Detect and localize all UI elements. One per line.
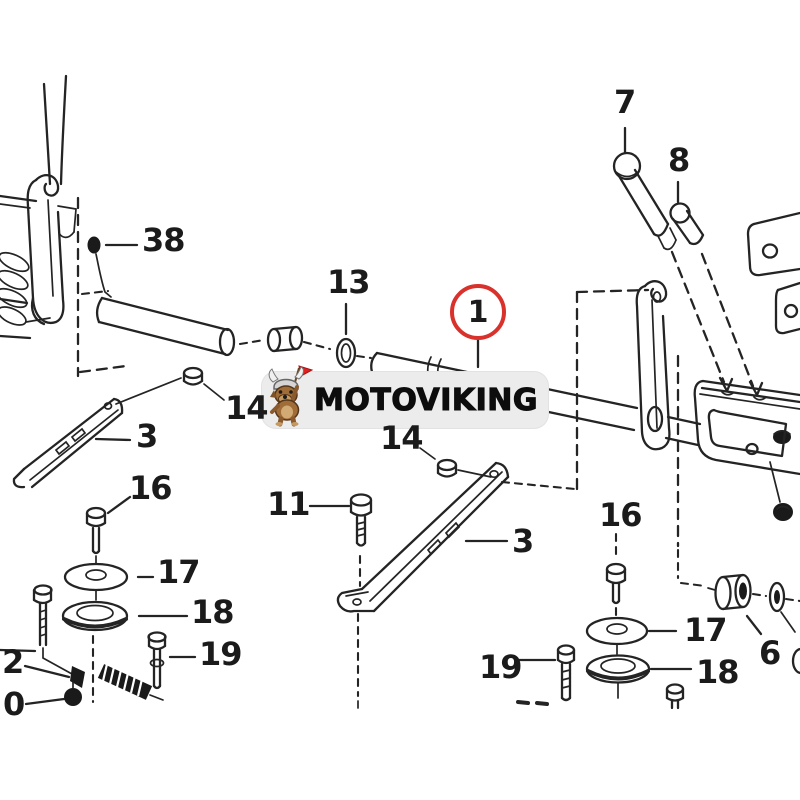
callout-circle-part-1: 1 (450, 284, 506, 340)
motoviking-watermark: MOTOVIKING (262, 365, 548, 428)
bolt-11 (349, 493, 373, 709)
part-label-18-right: 18 (696, 653, 740, 691)
watermark-brand-text: MOTOVIKING (313, 382, 539, 418)
callout-number: 1 (467, 294, 489, 330)
pivot-plate (693, 379, 800, 521)
pin-38 (87, 236, 112, 298)
part-label-16-left: 16 (129, 469, 173, 507)
right-blade (336, 461, 510, 613)
part-label-18-left: 18 (191, 593, 235, 631)
left-hardware-column (61, 506, 129, 704)
part-label-13: 13 (327, 263, 371, 301)
right-hardware-column (585, 532, 685, 710)
part-label-19-right: 19 (479, 648, 523, 686)
part-label-17-left: 17 (157, 553, 201, 591)
phantom-boxes (76, 196, 707, 588)
lower-left-parts (0, 584, 167, 706)
part-label-38: 38 (142, 221, 186, 259)
part-label-19-left: 19 (199, 635, 243, 673)
bolt-8 (669, 202, 764, 397)
part-label-7: 7 (614, 83, 636, 121)
left-hanger-assembly (0, 74, 77, 340)
right-nut-14 (419, 447, 492, 478)
bolt-19-right (516, 644, 576, 706)
left-nut-14 (115, 366, 225, 405)
part-label-14-right: 14 (380, 419, 424, 457)
left-blade (12, 397, 124, 489)
part-label-2-cut: 2 (2, 643, 24, 681)
part-label-11: 11 (267, 485, 311, 523)
bushing-6 (707, 573, 800, 675)
part-label-16-right: 16 (599, 496, 643, 534)
top-right-plates (746, 211, 800, 444)
part-label-3-left: 3 (136, 417, 158, 455)
leader-lines (23, 126, 763, 706)
viking-dog-mascot-icon (268, 365, 314, 427)
right-hanger-strap (635, 280, 671, 451)
part-label-8: 8 (668, 141, 690, 179)
bolt-7 (612, 151, 734, 393)
part-label-6: 6 (759, 634, 781, 672)
part-label-14-left: 14 (225, 389, 269, 427)
part-label-17-right: 17 (684, 611, 728, 649)
part-label-3-right: 3 (512, 522, 534, 560)
part-label-20-cut: 0 (3, 685, 25, 723)
